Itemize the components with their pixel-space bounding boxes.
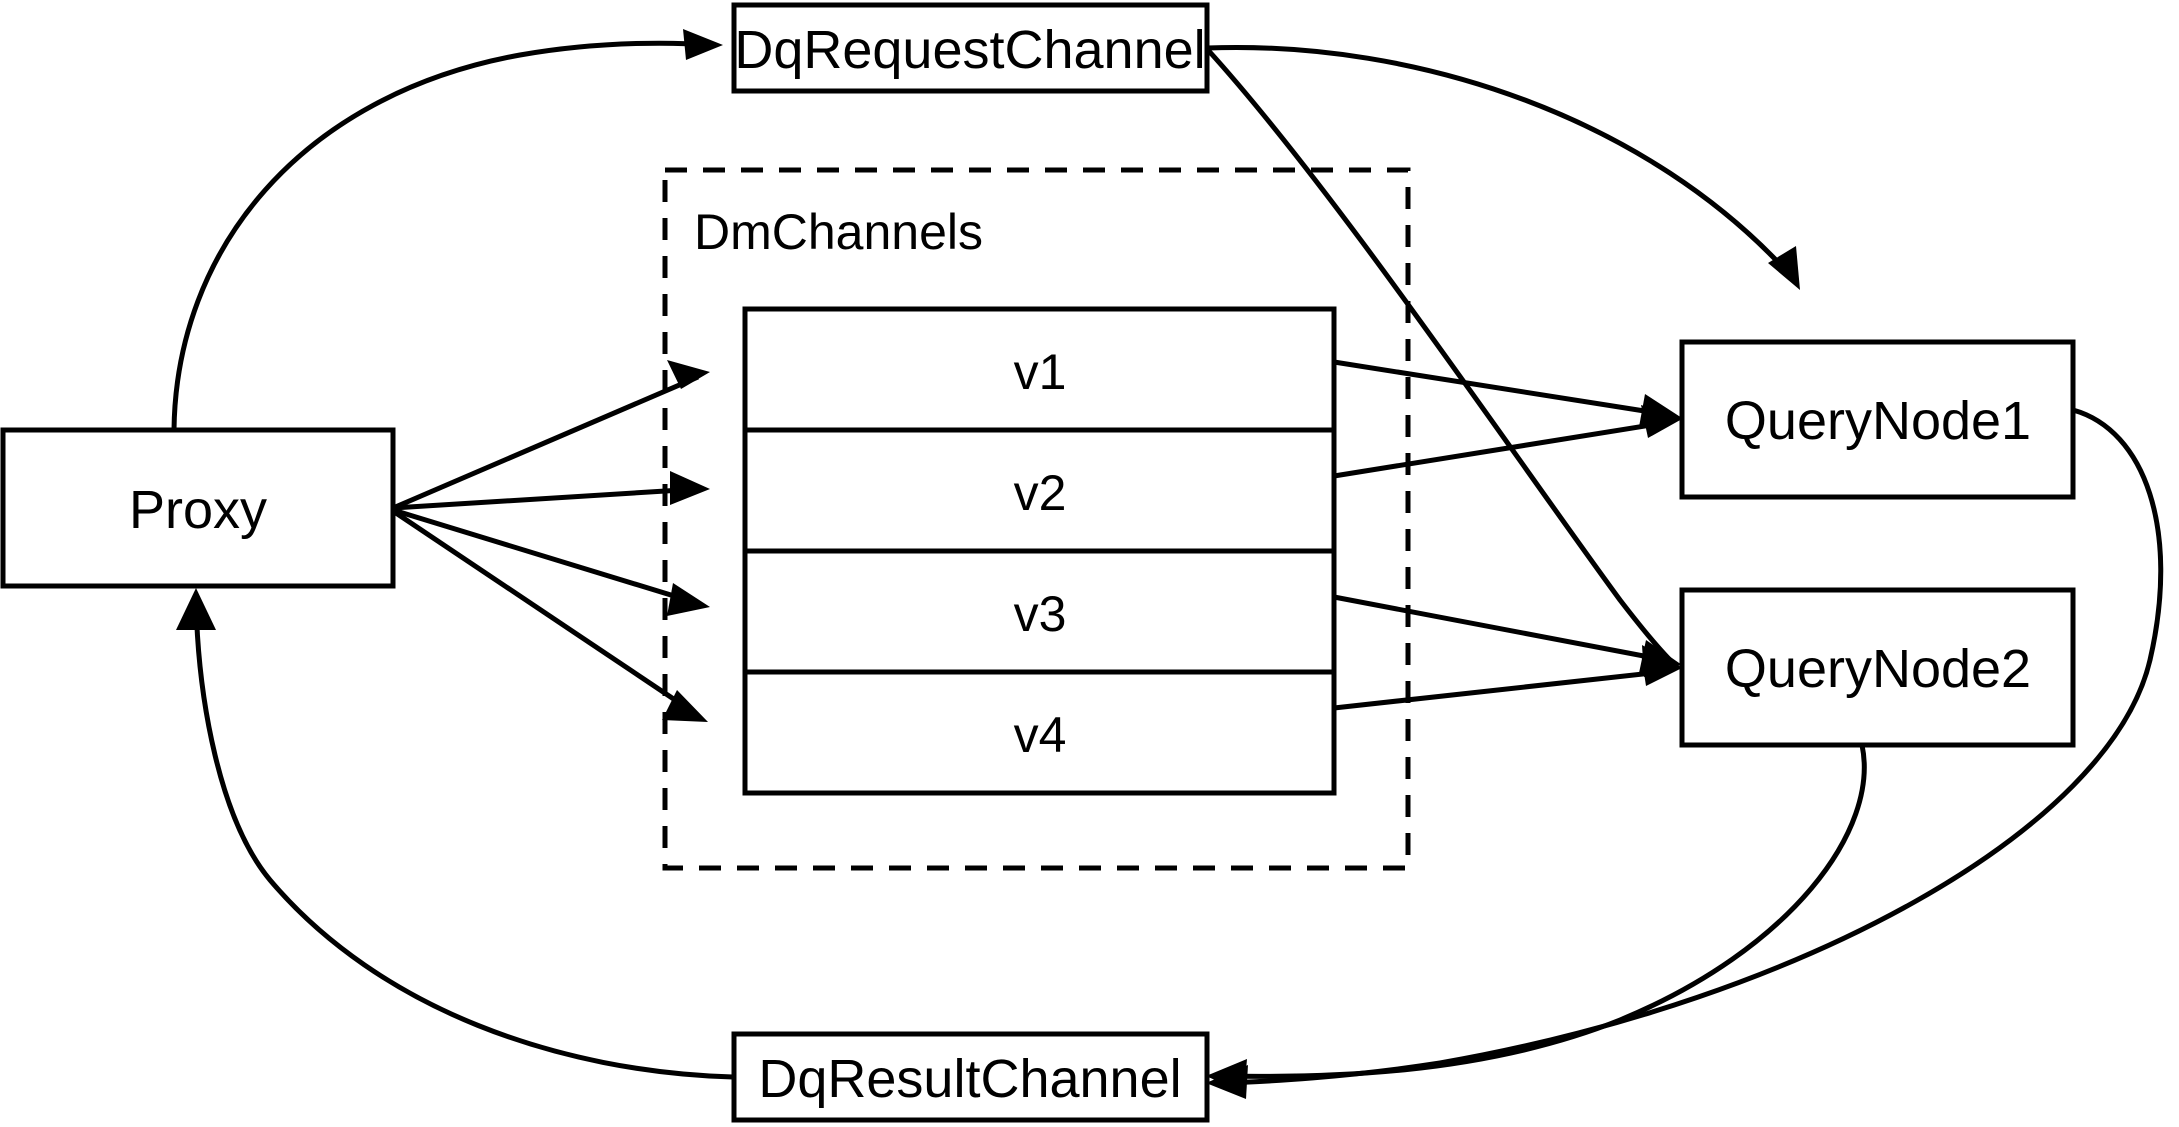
- shard-row-v1-label[interactable]: v1: [1014, 344, 1067, 400]
- dm-channels-group-label: DmChannels: [694, 204, 983, 260]
- edge-proxy-to-dq-request-channel: [171, 29, 723, 431]
- node-dq-result-channel-label: DqResultChannel: [758, 1049, 1181, 1109]
- edge-proxy-to-v3: [392, 507, 710, 616]
- edge-v3-to-querynode2: [1333, 594, 1682, 673]
- edge-v4-to-querynode2: [1333, 653, 1682, 711]
- edge-v1-to-querynode1: [1333, 359, 1682, 427]
- dm-channels-group: DmChannels: [662, 167, 1411, 871]
- edge-v2-to-querynode1: [1333, 405, 1682, 479]
- edge-dq-result-channel-to-proxy: [176, 588, 734, 1080]
- node-proxy[interactable]: Proxy: [0, 427, 396, 589]
- edge-proxy-to-v1: [392, 360, 710, 511]
- node-querynode2[interactable]: QueryNode2: [1679, 587, 2076, 748]
- shard-row-v2-label[interactable]: v2: [1014, 465, 1067, 521]
- node-dq-result-channel[interactable]: DqResultChannel: [731, 1031, 1210, 1123]
- edge-proxy-to-v2: [392, 471, 710, 511]
- node-dq-request-channel-label: DqRequestChannel: [734, 20, 1205, 80]
- shard-row-v4-label[interactable]: v4: [1014, 707, 1067, 763]
- edge-querynode2-to-dq-result-channel: [1206, 744, 1867, 1093]
- node-querynode1-label: QueryNode1: [1725, 391, 2031, 451]
- node-querynode2-label: QueryNode2: [1725, 639, 2031, 699]
- edge-proxy-to-v4: [391, 508, 708, 722]
- shard-stack: v1 v2 v3 v4: [742, 306, 1337, 796]
- shard-row-v3-label[interactable]: v3: [1014, 586, 1067, 642]
- node-querynode1[interactable]: QueryNode1: [1679, 339, 2076, 500]
- edge-dq-request-channel-to-querynode1: [1206, 44, 1800, 290]
- node-proxy-label: Proxy: [129, 480, 267, 540]
- node-dq-request-channel[interactable]: DqRequestChannel: [731, 2, 1210, 94]
- edge-querynode1-to-dq-result-channel: [1206, 407, 2164, 1099]
